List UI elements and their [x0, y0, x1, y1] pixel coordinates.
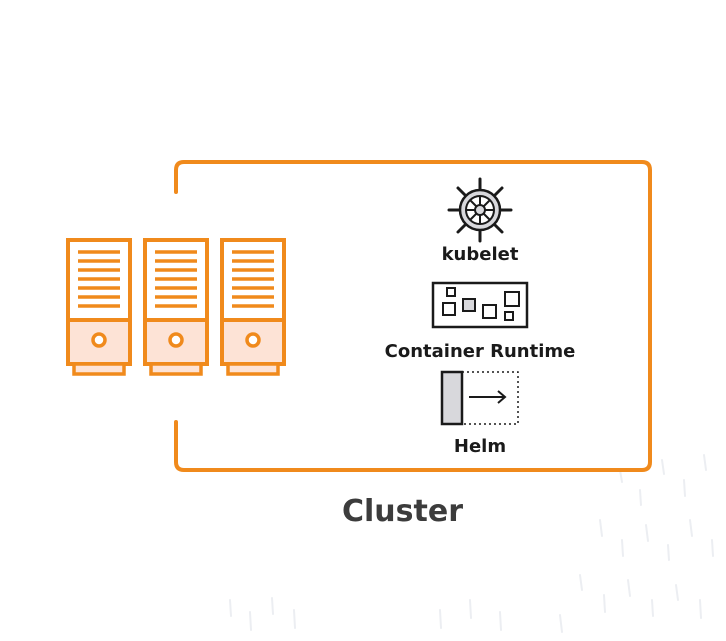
server-icon	[66, 238, 132, 376]
container-runtime-icon	[431, 281, 529, 329]
ship-wheel-icon	[447, 177, 513, 243]
server-icon	[143, 238, 209, 376]
helm-label: Helm	[453, 436, 507, 457]
kubelet-label: kubelet	[441, 244, 519, 265]
cluster-label: Cluster	[342, 494, 463, 529]
server-icon	[220, 238, 286, 376]
helm-icon	[440, 370, 519, 426]
container-runtime-label: Container Runtime	[384, 341, 576, 362]
